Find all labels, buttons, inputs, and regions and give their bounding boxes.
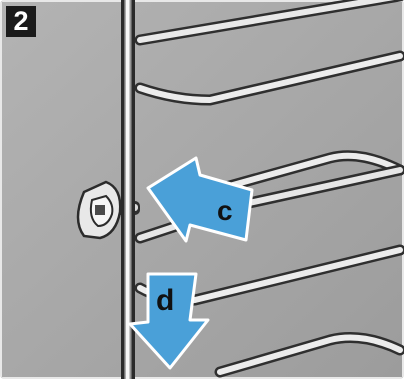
vertical-rail (121, 0, 135, 379)
step-number-badge: 2 (6, 6, 36, 37)
callout-label-d: d (156, 286, 174, 316)
callout-label-c: c (217, 197, 233, 225)
